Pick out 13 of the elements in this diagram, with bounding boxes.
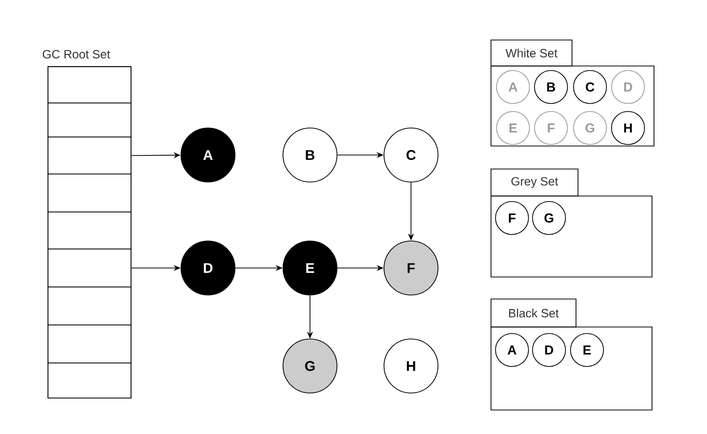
- node-label: White Set: [506, 48, 558, 58]
- stack-cell: [48, 66, 132, 104]
- stack-cell: [48, 174, 132, 212]
- stack-cell: [48, 286, 132, 326]
- stack-cell: [48, 102, 132, 138]
- stack-cell: [48, 248, 132, 288]
- node-label: GC Root Set: [42, 50, 110, 58]
- stack-cell: [48, 324, 132, 364]
- node-label: Grey Set: [511, 177, 558, 188]
- stack-cell: [48, 212, 132, 250]
- node-label: Black Set: [509, 308, 559, 318]
- stack-cell: [48, 362, 132, 398]
- stack-cell: [48, 136, 132, 174]
